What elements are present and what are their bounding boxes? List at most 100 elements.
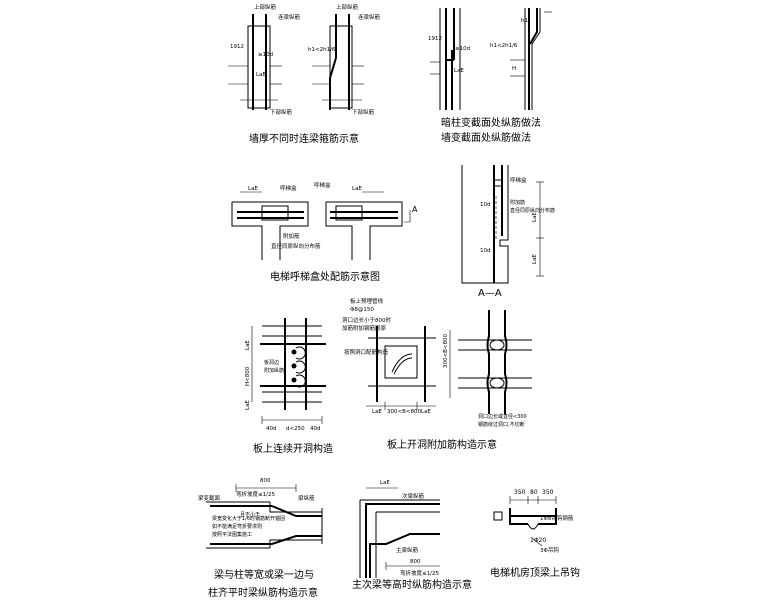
note: 板洞边: [264, 359, 279, 366]
note: LaE: [380, 480, 390, 486]
note: 下部纵筋: [270, 108, 293, 116]
note: 直径同原纵向分布筋: [510, 207, 555, 214]
detail-caption: 柱齐平时梁纵筋构造示意: [208, 586, 318, 599]
rebar-bend: [529, 8, 538, 45]
embedded-pipe: [393, 357, 413, 375]
detail-caption: 暗柱变截面处纵筋做法: [441, 116, 541, 129]
note: h1<2h1/6: [308, 47, 336, 53]
note: Φ8@150: [350, 307, 374, 313]
note: 40d: [310, 426, 321, 432]
detail-small-opening: 300<B<800 洞口边长或直径<300 钢筋绕过洞口,不切断: [443, 310, 532, 428]
note: 附加筋: [283, 232, 300, 240]
note: LaE: [532, 254, 538, 264]
note: 呼梯盒: [280, 184, 297, 192]
slab-opening: [489, 339, 505, 351]
note: d<250: [286, 426, 305, 432]
note: 3Φ吊钩: [540, 546, 559, 554]
note: 板上预埋管线: [350, 297, 384, 305]
rebar-line: [365, 503, 440, 578]
note: 1Φ20: [530, 537, 546, 544]
call-box: [493, 179, 503, 187]
wall-outline: [325, 202, 353, 260]
rebar-line: [486, 310, 490, 414]
detail-caption: 电梯机房顶梁上吊钩: [490, 566, 580, 579]
wall-outline: [232, 201, 309, 260]
detail-elevator-call-box: LaE 呼梯盒 呼梯盒 LaE 附加筋 直径同原纵向分布筋 A 电梯呼梯盒处配筋…: [231, 181, 418, 283]
section-label: A: [412, 205, 418, 214]
note: h1: [521, 18, 528, 24]
coupling-beam-right: [329, 25, 353, 109]
note: ≥10d: [258, 52, 273, 58]
note: 洞口边长或直径<300: [478, 413, 527, 420]
leader: [531, 537, 543, 547]
note: 次梁纵筋: [402, 492, 425, 500]
rebar-bend: [369, 533, 440, 578]
note: 1912: [230, 44, 244, 50]
note: LaE: [421, 409, 431, 415]
detail-caption: 板上开洞附加筋构造示意: [387, 438, 497, 451]
note: LaE: [454, 68, 464, 74]
slab-opening: [489, 377, 505, 389]
note: LaE: [248, 186, 258, 192]
detail-opening-reinforcement: 板上预埋管线 Φ8@150 洞口边长小于800时 加筋附加钢筋同原 按照洞口配筋…: [342, 297, 497, 451]
note: 下部纵筋: [352, 108, 375, 116]
note: 梁纵筋: [298, 494, 315, 502]
note: LaE: [245, 400, 251, 410]
note: 加筋附加钢筋同原: [342, 324, 387, 332]
coupling-beam-left: [247, 25, 271, 109]
note: 梁宽变化大于1/6时钢筋断开锚固: [212, 515, 285, 522]
rebar-bend: [271, 535, 322, 545]
note: 连梁纵筋: [358, 13, 381, 21]
hook-bar: [538, 508, 557, 525]
rebar-bend: [329, 57, 337, 110]
note: 350: [514, 489, 526, 496]
opening-fill: [291, 363, 297, 369]
note: 附加纵筋: [264, 367, 284, 374]
detail-beam-column-flush: 800 梁变截面 梁纵筋 弯折坡度≤1/25 梁宽变化大于1/6时钢筋断开锚固 …: [198, 478, 323, 599]
detail-caption: 主次梁等高时纵筋构造示意: [352, 578, 472, 591]
note: 300<B<800: [387, 409, 421, 415]
rebar-bend: [271, 505, 322, 517]
slab-opening: [384, 345, 418, 379]
detail-caption: 板上连续开洞构造: [253, 442, 333, 455]
detail-lifting-hook: 350 80 350 1Φ20 3Φ吊钩 1Φ8吊钩钢筋 电梯机房顶梁上吊钩: [490, 489, 580, 579]
rebar-section: [493, 511, 503, 521]
note: 上部纵筋: [336, 3, 359, 11]
note: 钢筋绕过洞口,不切断: [478, 421, 525, 428]
beam-edge: [269, 502, 322, 513]
embedded-pipe: [391, 353, 413, 373]
note: 呼梯盒: [510, 176, 527, 184]
note: 300<B<800: [443, 334, 449, 368]
note: LaE: [532, 212, 538, 222]
detail-main-secondary-beam: LaE 次梁纵筋 主梁纵筋 800 弯折坡度≤1/25 主次梁等高时纵筋构造示意: [352, 480, 472, 591]
note: 40d: [266, 426, 277, 432]
detail-caption: 梁与柱等宽或梁一边与: [214, 568, 314, 581]
detail-caption: A—A: [478, 288, 502, 299]
note: 800: [410, 559, 421, 565]
detail-caption: 电梯呼梯盒处配筋示意图: [270, 270, 380, 283]
slab-opening: [295, 360, 306, 374]
note: 1912: [428, 36, 442, 42]
opening-fill: [291, 377, 297, 383]
note: 1Φ8吊钩钢筋: [540, 514, 574, 522]
opening-fill: [291, 349, 297, 355]
note: 按照洞口配筋构造: [344, 348, 389, 356]
detail-caption: 墙厚不同时连梁箍筋示意: [249, 132, 359, 145]
wall-outline: [231, 202, 263, 260]
note: 800: [260, 478, 271, 484]
note: 附加筋: [510, 199, 525, 206]
slab-opening: [295, 346, 306, 360]
wall-outline: [326, 201, 403, 260]
hook-bar: [509, 508, 528, 525]
note: 直径同原纵向分布筋: [271, 242, 321, 250]
note: 按照平法图集施工: [212, 531, 252, 538]
note: 连梁纵筋: [278, 13, 301, 21]
note: 主梁纵筋: [396, 546, 419, 554]
detail-section-aa: 呼梯盒 10d LaE LaE 附加筋 直径同原纵向分布筋 10d A—A: [461, 165, 555, 299]
slab-opening: [295, 374, 306, 388]
note: 如不能满足弯折要求则: [212, 523, 262, 530]
section-mark: [404, 210, 411, 223]
wall-edge: [531, 8, 541, 110]
note: 上部纵筋: [254, 3, 277, 11]
